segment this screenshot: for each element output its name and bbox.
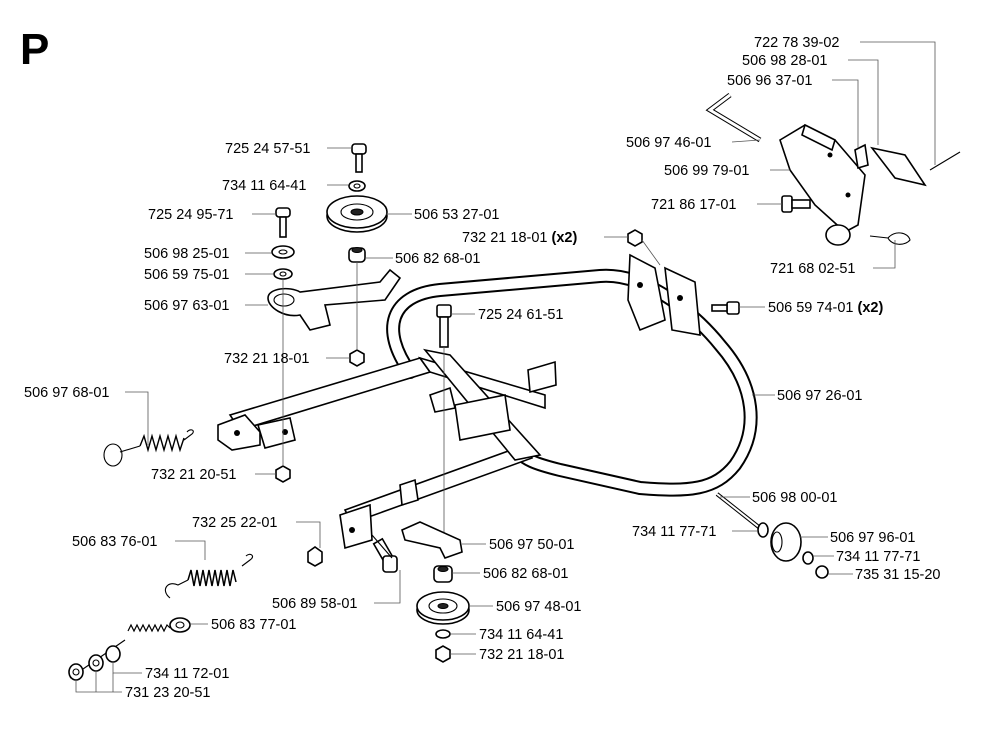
part-label-506-97-68-01: 506 97 68-01	[24, 385, 109, 401]
page-letter: P	[20, 25, 49, 74]
top-right-arm-drawing	[705, 93, 961, 246]
part-label-734-11-72-01: 734 11 72-01	[145, 666, 229, 682]
part-label-506-83-76-01: 506 83 76-01	[72, 534, 157, 550]
part-label-506-53-27-01: 506 53 27-01	[414, 207, 499, 223]
part-label-732-21-18-01-a: 732 21 18-01	[224, 351, 309, 367]
part-label-506-98-28-01: 506 98 28-01	[742, 53, 827, 69]
spring-lower-drawing	[68, 553, 254, 681]
part-label-721-86-17-01: 721 86 17-01	[651, 197, 736, 213]
part-label-506-98-00-01: 506 98 00-01	[752, 490, 837, 506]
part-labels: 725 24 57-51 734 11 64-41 725 24 95-71 5…	[24, 35, 940, 701]
part-label-506-97-26-01: 506 97 26-01	[777, 388, 862, 404]
part-label-506-59-75-01: 506 59 75-01	[144, 267, 229, 283]
center-pulley-stack-drawing	[401, 304, 470, 663]
part-label-732-21-18-01-b: 732 21 18-01	[479, 647, 564, 663]
part-label-506-99-79-01: 506 99 79-01	[664, 163, 749, 179]
part-label-506-89-58-01: 506 89 58-01	[272, 596, 357, 612]
part-label-732-25-22-01: 732 25 22-01	[192, 515, 277, 531]
part-label-506-97-46-01: 506 97 46-01	[626, 135, 711, 151]
part-label-506-98-25-01: 506 98 25-01	[144, 246, 229, 262]
part-label-506-97-50-01: 506 97 50-01	[489, 537, 574, 553]
part-label-506-96-37-01: 506 96 37-01	[727, 73, 812, 89]
part-label-725-24-57-51: 725 24 57-51	[225, 141, 310, 157]
part-label-506-82-68-01-b: 506 82 68-01	[483, 566, 568, 582]
part-label-734-11-77-71-b: 734 11 77-71	[836, 549, 920, 565]
part-label-734-11-64-41-b: 734 11 64-41	[479, 627, 563, 643]
part-label-721-68-02-51: 721 68 02-51	[770, 261, 855, 277]
spring-upper-drawing	[103, 429, 194, 467]
leader-lines	[75, 41, 936, 693]
part-label-506-97-48-01: 506 97 48-01	[496, 599, 581, 615]
part-label-725-24-61-51: 725 24 61-51	[478, 307, 563, 323]
part-label-725-24-95-71: 725 24 95-71	[148, 207, 233, 223]
part-label-506-83-77-01: 506 83 77-01	[211, 617, 296, 633]
part-label-734-11-64-41: 734 11 64-41	[222, 178, 306, 194]
part-label-506-97-96-01: 506 97 96-01	[830, 530, 915, 546]
part-label-731-23-20-51: 731 23 20-51	[125, 685, 210, 701]
part-label-732-21-20-51: 732 21 20-51	[151, 467, 236, 483]
nut-bolt-middle-drawing	[307, 534, 398, 573]
part-label-732-21-18-01-x2: 732 21 18-01 (x2)	[462, 230, 577, 246]
part-label-734-11-77-71-a: 734 11 77-71	[632, 524, 716, 540]
part-label-506-97-63-01: 506 97 63-01	[144, 298, 229, 314]
upper-left-assembly-drawing	[267, 143, 402, 483]
part-label-722-78-39-02: 722 78 39-02	[754, 35, 839, 51]
part-label-506-82-68-01: 506 82 68-01	[395, 251, 480, 267]
part-label-735-31-15-20: 735 31 15-20	[855, 567, 940, 583]
rear-hardware-drawing	[627, 229, 740, 315]
frame-tube-drawing	[217, 253, 758, 550]
right-wheel-assembly-drawing	[715, 492, 829, 579]
part-label-506-59-74-01-x2: 506 59 74-01 (x2)	[768, 300, 883, 316]
